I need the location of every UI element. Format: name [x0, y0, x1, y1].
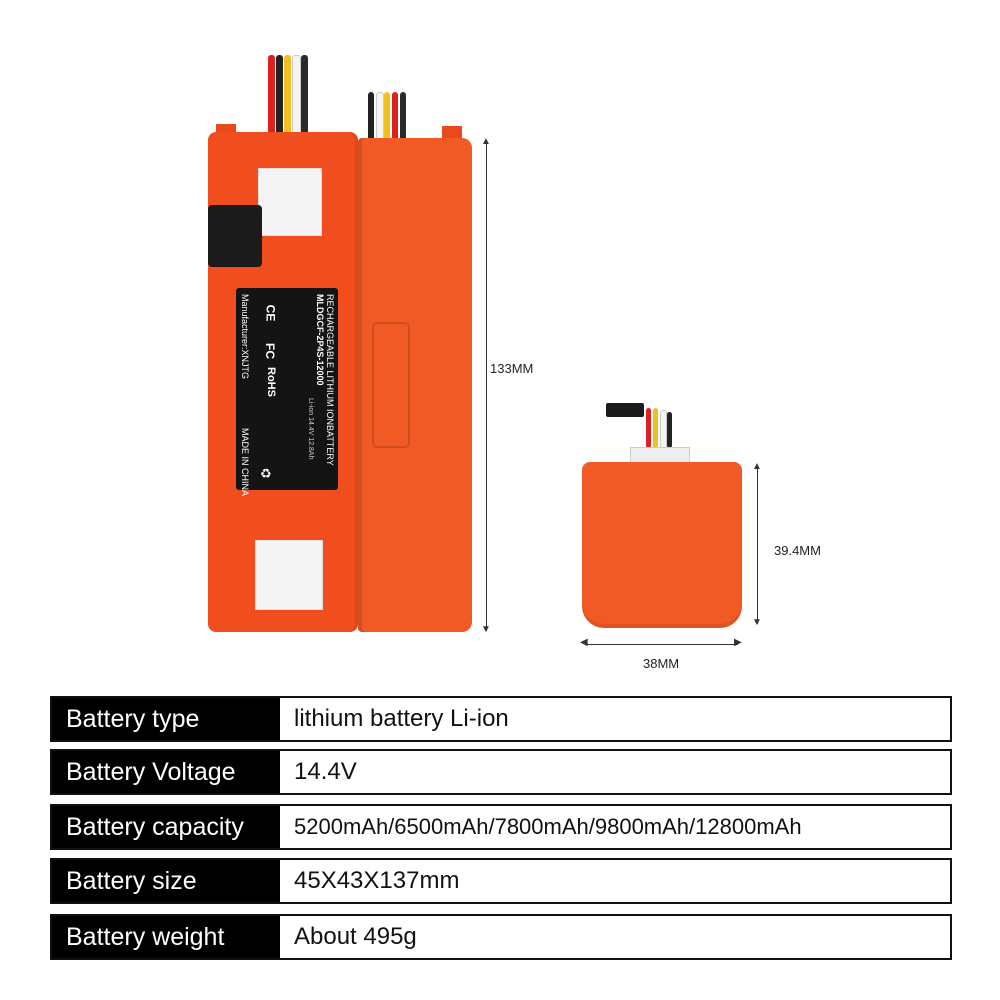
battery-connector	[208, 205, 262, 267]
label-manufacturer: Manufacturer:XNJTG	[240, 294, 250, 380]
label-line-2: MLDGCF-2P4S-12000	[315, 294, 325, 386]
spec-key: Battery type	[52, 698, 280, 740]
white-pad-top	[258, 168, 322, 236]
height-dimension-line	[486, 143, 487, 631]
small-wire-yellow	[653, 408, 658, 448]
arrow-left-icon: ◀	[580, 637, 588, 648]
small-battery-body	[582, 462, 742, 628]
spec-row-size: Battery size 45X43X137mm	[50, 858, 952, 904]
spec-row-type: Battery type lithium battery Li-ion	[50, 696, 952, 742]
spec-value: 14.4V	[294, 758, 357, 785]
fc-mark-icon: FC	[263, 343, 277, 359]
small-wire-white	[660, 410, 667, 450]
arrow-right-icon: ▶	[734, 637, 742, 648]
small-wire-red	[646, 408, 651, 448]
spec-value: 45X43X137mm	[294, 867, 460, 894]
small-height-dimension-line	[757, 468, 758, 624]
white-pad-bottom	[255, 540, 323, 610]
arrow-up-icon: ▲	[481, 136, 491, 147]
label-line-1: RECHARGEABLE LITHIUM IONBATTERY	[325, 294, 335, 466]
small-wire-black	[667, 412, 672, 448]
wire-red-right	[392, 92, 398, 144]
spec-row-weight: Battery weight About 495g	[50, 914, 952, 960]
spec-key: Battery size	[52, 860, 280, 902]
spec-key: Battery Voltage	[52, 751, 280, 793]
small-height-dimension-label: 39.4MM	[774, 543, 821, 558]
spec-row-voltage: Battery Voltage 14.4V	[50, 749, 952, 795]
spec-row-capacity: Battery capacity 5200mAh/6500mAh/7800mAh…	[50, 804, 952, 850]
wire-black-right-2	[400, 92, 406, 144]
spec-value: About 495g	[294, 923, 417, 950]
label-made-in: MADE IN CHINA	[240, 428, 250, 497]
height-dimension-label: 133MM	[490, 361, 534, 376]
battery-label: RECHARGEABLE LITHIUM IONBATTERY MLDGCF-2…	[236, 288, 338, 496]
wire-yellow-right	[384, 92, 390, 144]
recycle-icon: ♻	[260, 466, 272, 481]
rohs-mark-icon: RoHS	[264, 367, 277, 397]
spec-key: Battery capacity	[52, 806, 280, 848]
spec-key: Battery weight	[52, 916, 280, 958]
battery-slot	[372, 322, 410, 448]
arrow-down-icon: ▼	[752, 617, 762, 628]
arrow-up-icon: ▲	[752, 461, 762, 472]
battery-right-half	[358, 138, 472, 632]
small-connector	[606, 403, 644, 417]
small-width-dimension-line	[586, 644, 738, 645]
wire-black-right	[368, 92, 374, 144]
ce-mark-icon: CE	[263, 304, 278, 322]
spec-value: lithium battery Li-ion	[294, 705, 509, 732]
label-line-3: Li-ion 14.4V 12.8Ah	[307, 398, 314, 460]
small-width-dimension-label: 38MM	[643, 656, 680, 671]
arrow-down-icon: ▼	[481, 624, 491, 635]
spec-value: 5200mAh/6500mAh/7800mAh/9800mAh/12800mAh	[294, 814, 802, 839]
